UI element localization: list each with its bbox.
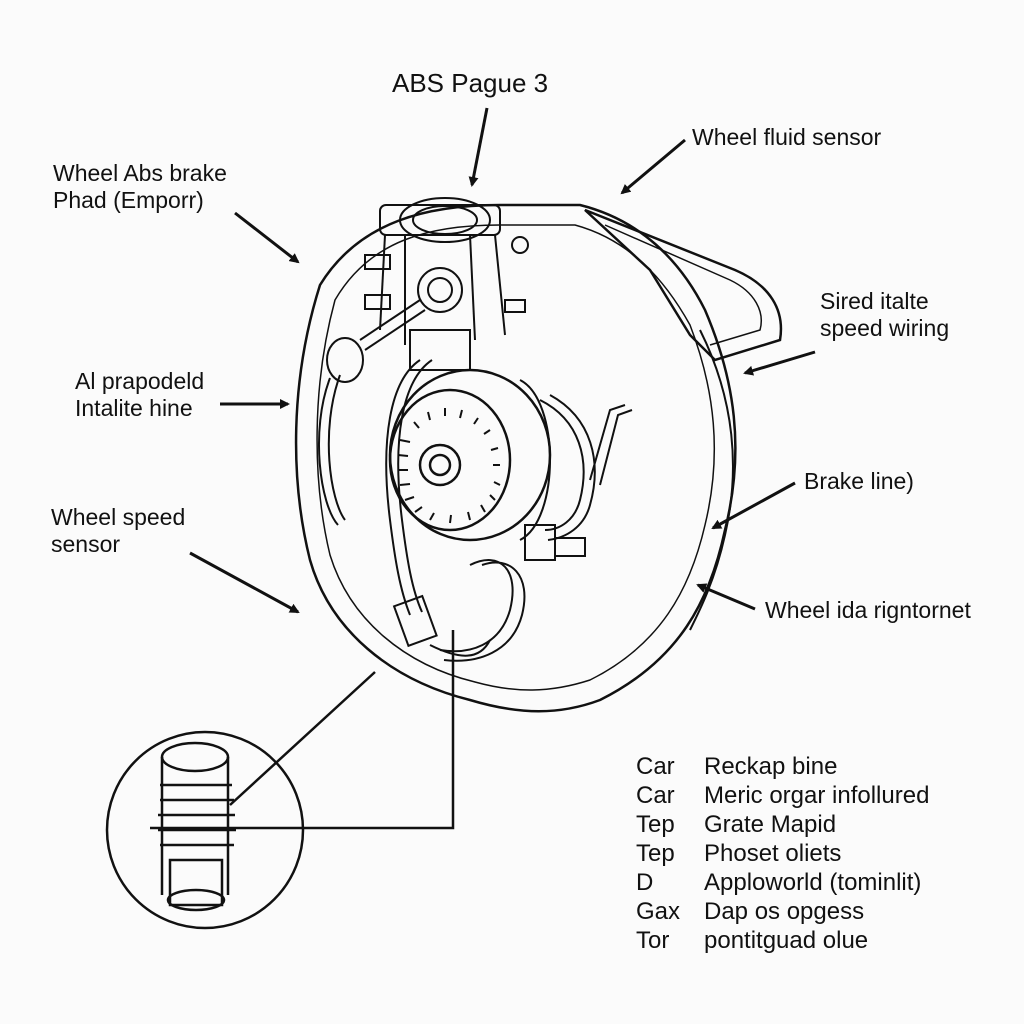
diagram-title: ABS Pague 3: [392, 68, 549, 98]
wheel-housing: [294, 203, 783, 713]
wheel-hub: [388, 368, 552, 542]
callout-arrows: [189, 107, 816, 614]
label-speed-wiring: Sired italte speed wiring: [820, 288, 950, 341]
label-wheel-fluid-sensor: Wheel fluid sensor: [692, 124, 882, 150]
arrow-brake-pad: [234, 211, 300, 264]
label-intake-line: Al prapodeld Intalite hine: [75, 368, 205, 421]
arrow-wheel-bottom-right: [696, 583, 756, 611]
label-wheel-bottom-right: Wheel ida rigntornet: [765, 597, 971, 623]
arrow-title: [468, 107, 489, 187]
label-wheel-abs-brake: Wheel Abs brake Phad (Emporr): [53, 160, 227, 213]
tone-ring-teeth: [397, 408, 501, 524]
arrow-speed-wiring: [743, 350, 816, 376]
label-brake-line: Brake line): [804, 468, 914, 494]
arrow-brake-line: [711, 481, 796, 530]
sensor-detail-inset: [105, 730, 305, 930]
arrow-fluid-sensor: [620, 138, 686, 195]
label-wheel-speed-sensor: Wheel speed sensor: [51, 504, 186, 557]
brake-caliper-assembly: [326, 197, 529, 383]
brake-hoses: [317, 359, 633, 662]
inset-leader-lines: [150, 630, 455, 830]
arrow-wheel-speed-sensor: [189, 551, 300, 614]
